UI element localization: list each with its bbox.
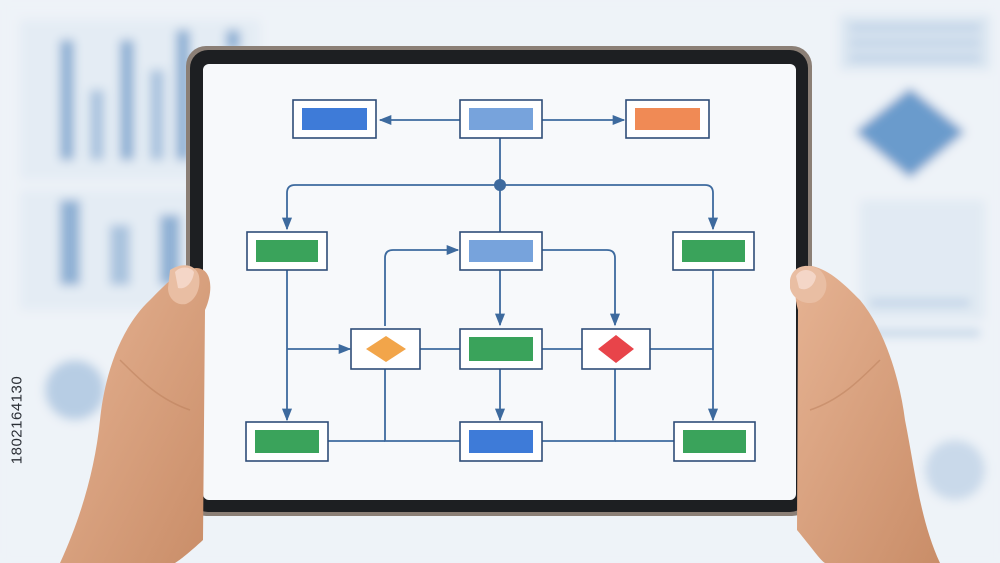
decision-box-right xyxy=(582,329,650,369)
process-box-mid-right xyxy=(673,232,754,270)
process-box-top-right xyxy=(626,100,709,138)
junction-node xyxy=(494,179,506,191)
process-box-center xyxy=(460,329,542,369)
process-box-bottom-right xyxy=(674,422,755,461)
process-box-mid-center xyxy=(460,232,542,270)
process-box-mid-left xyxy=(247,232,327,270)
process-box-bottom-left xyxy=(246,422,328,461)
stock-image-id: 1802164130 xyxy=(6,320,28,520)
process-box-bottom-center xyxy=(460,422,542,461)
process-box-top-left xyxy=(293,100,376,138)
stock-image-id-text: 1802164130 xyxy=(9,376,26,464)
decision-box-left xyxy=(351,329,420,369)
process-box-top-center xyxy=(460,100,542,138)
